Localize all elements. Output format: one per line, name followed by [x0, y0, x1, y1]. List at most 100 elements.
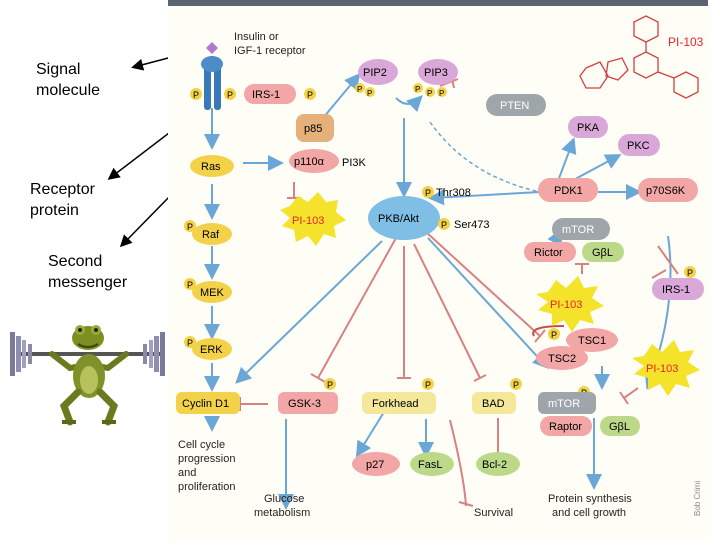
svg-text:PTEN: PTEN — [500, 100, 529, 112]
svg-text:P: P — [187, 222, 193, 232]
svg-text:P: P — [187, 280, 193, 290]
svg-text:PIP3: PIP3 — [424, 67, 448, 79]
gsk3-node: P GSK-3 — [278, 378, 338, 414]
pka-node: PKA — [568, 116, 608, 138]
second-messenger-label: Second messenger — [48, 253, 128, 291]
svg-text:mTOR: mTOR — [548, 398, 580, 410]
svg-text:PI-103: PI-103 — [646, 363, 678, 375]
illustrator-credit: Bob Crimi — [693, 481, 702, 516]
svg-text:PI-103: PI-103 — [550, 299, 582, 311]
svg-text:P: P — [513, 380, 519, 390]
pkc-node: PKC — [618, 134, 660, 156]
svg-text:Cyclin D1: Cyclin D1 — [182, 398, 229, 410]
fasl-node: FasL — [410, 452, 454, 476]
svg-text:PIP2: PIP2 — [363, 67, 387, 79]
svg-text:GβL: GβL — [609, 421, 630, 433]
mek-node: P MEK — [184, 278, 232, 303]
akt-node: PKB/Akt P Thr308 P Ser473 — [368, 186, 489, 240]
svg-text:IRS-1: IRS-1 — [252, 89, 280, 101]
signal-molecule-icon — [206, 42, 218, 54]
svg-text:GSK-3: GSK-3 — [288, 398, 321, 410]
receptor-protein-label: Receptor protein — [30, 181, 95, 219]
pi103-drug-3: PI-103 — [632, 340, 700, 396]
svg-text:IRS-1: IRS-1 — [662, 284, 690, 296]
svg-text:P: P — [427, 89, 432, 98]
svg-text:Glucose: Glucose — [264, 493, 304, 505]
slide-top-bar — [168, 0, 720, 6]
svg-text:proliferation: proliferation — [178, 481, 235, 493]
irs1-node: IRS-1 P — [244, 84, 316, 104]
svg-text:Raptor: Raptor — [549, 421, 582, 433]
pip2-node: PIP2 P P — [355, 59, 398, 98]
svg-text:P: P — [307, 90, 313, 100]
svg-text:P: P — [357, 85, 362, 94]
mtorc1-complex: P mTOR Raptor GβL — [538, 386, 640, 436]
svg-text:P: P — [439, 89, 444, 98]
p27-node: p27 — [352, 452, 400, 476]
svg-text:p70S6K: p70S6K — [646, 185, 686, 197]
svg-text:p85: p85 — [304, 123, 322, 135]
mtorc2-complex: mTOR Rictor GβL — [524, 218, 624, 262]
svg-text:p110α: p110α — [294, 156, 325, 168]
svg-text:P: P — [425, 188, 431, 198]
svg-text:PI-103: PI-103 — [292, 215, 324, 227]
svg-text:P: P — [415, 85, 420, 94]
svg-text:Survival: Survival — [474, 507, 513, 519]
svg-text:metabolism: metabolism — [254, 507, 310, 519]
pi103-structure-label: PI-103 — [668, 35, 704, 49]
svg-text:PKB/Akt: PKB/Akt — [378, 213, 419, 225]
insulin-receptor — [201, 42, 223, 110]
cyclin-d1-node: Cyclin D1 — [176, 392, 240, 414]
slide-right-margin — [708, 0, 720, 540]
svg-text:PI3K: PI3K — [342, 157, 367, 169]
svg-text:Raf: Raf — [202, 229, 220, 241]
svg-text:mTOR: mTOR — [562, 224, 594, 236]
svg-text:Forkhead: Forkhead — [372, 398, 418, 410]
ser473-label: Ser473 — [454, 219, 489, 231]
pi103-drug-2: PI-103 — [536, 276, 604, 332]
pdk1-node: PDK1 — [538, 178, 598, 202]
svg-text:p27: p27 — [366, 459, 384, 471]
svg-text:P: P — [187, 338, 193, 348]
erk-node: P ERK — [184, 336, 232, 360]
svg-text:progression: progression — [178, 453, 235, 465]
receptor-label-2: IGF-1 receptor — [234, 45, 306, 57]
raf-node: P Raf — [184, 220, 232, 245]
receptor-label-1: Insulin or — [234, 31, 279, 43]
svg-text:Bcl-2: Bcl-2 — [482, 459, 507, 471]
svg-text:PDK1: PDK1 — [554, 185, 583, 197]
svg-text:MEK: MEK — [200, 287, 225, 299]
svg-text:P: P — [551, 330, 557, 340]
svg-text:GβL: GβL — [592, 247, 613, 259]
receptor-phospho: P P — [190, 88, 236, 100]
irs1-right-node: P IRS-1 — [652, 266, 704, 300]
svg-text:P: P — [193, 90, 199, 100]
svg-text:ERK: ERK — [200, 344, 223, 356]
bcl2-node: Bcl-2 — [476, 452, 520, 476]
p70s6k-node: p70S6K — [638, 178, 698, 202]
svg-text:and: and — [178, 467, 196, 479]
svg-text:Cell cycle: Cell cycle — [178, 439, 225, 451]
svg-text:P: P — [687, 268, 693, 278]
svg-text:P: P — [327, 380, 333, 390]
svg-text:TSC2: TSC2 — [548, 353, 576, 365]
bad-node: P BAD — [472, 378, 522, 414]
thr308-label: Thr308 — [436, 187, 471, 199]
svg-text:Protein synthesis: Protein synthesis — [548, 493, 632, 505]
svg-text:Ras: Ras — [201, 161, 221, 173]
svg-text:PKA: PKA — [577, 122, 600, 134]
p110-node: p110α PI3K — [289, 149, 367, 173]
p85-node: p85 — [296, 114, 334, 142]
svg-text:P: P — [367, 89, 372, 98]
tsc-complex: P TSC1 TSC2 — [536, 328, 618, 370]
frog-weightlifter-icon — [10, 325, 165, 426]
pi3k-pathway-diagram: Insulin or IGF-1 receptor P P IRS-1 P p8… — [168, 6, 708, 540]
pi103-drug-1: PI-103 — [280, 192, 346, 246]
signal-molecule-label: Signal molecule — [36, 61, 101, 99]
svg-text:P: P — [425, 380, 431, 390]
pip3-node: PIP3 P P P — [413, 59, 458, 98]
svg-text:TSC1: TSC1 — [578, 335, 606, 347]
ras-node: Ras — [190, 155, 234, 177]
pten-node: PTEN — [486, 94, 546, 116]
svg-text:FasL: FasL — [418, 459, 442, 471]
